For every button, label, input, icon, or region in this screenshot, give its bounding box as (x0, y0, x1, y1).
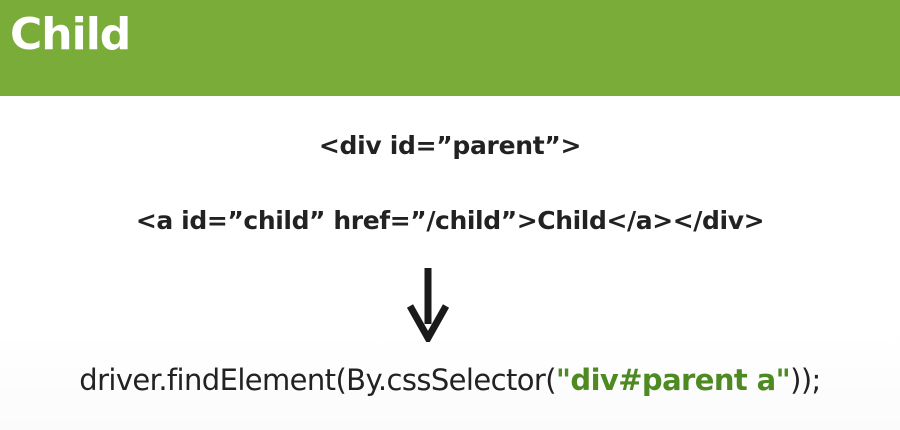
slide-title: Child (10, 9, 131, 60)
css-selector-string: "div#parent a" (555, 363, 791, 397)
html-parent-line: <div id=”parent”> (318, 131, 582, 160)
slide-content: <div id=”parent”> <a id=”child” href=”/c… (0, 96, 900, 430)
html-child-line: <a id=”child” href=”/child”>Child</a></d… (135, 206, 765, 235)
title-bar: Child (0, 0, 900, 96)
selenium-code-line: driver.findElement(By.cssSelector("div#p… (0, 360, 900, 400)
code-suffix: )); (790, 363, 821, 397)
code-prefix: driver.findElement(By.cssSelector( (79, 363, 556, 397)
down-arrow-icon (406, 268, 450, 342)
